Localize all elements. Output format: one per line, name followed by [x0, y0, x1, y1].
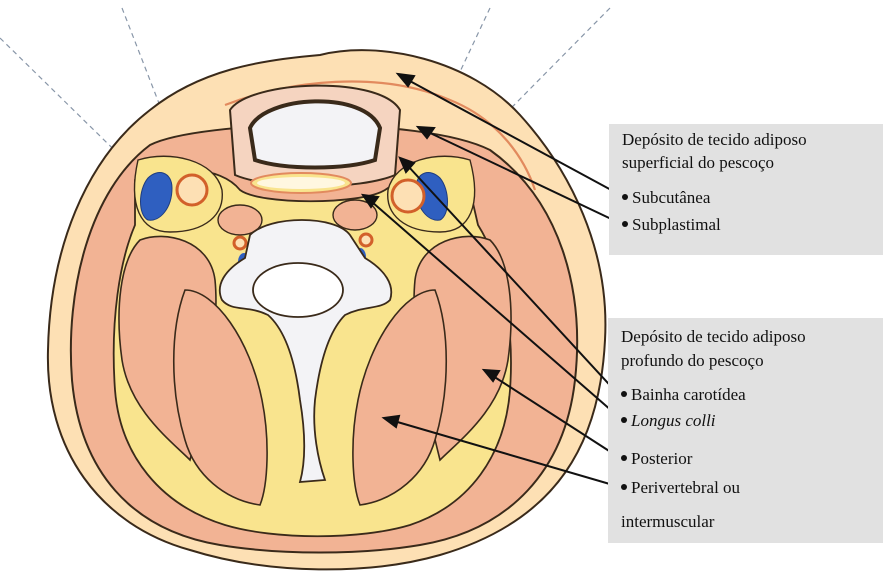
- bullet-icon: [621, 455, 627, 461]
- legend-item-bainha-carotidea: Bainha carotídea: [621, 383, 746, 406]
- spinal-canal: [253, 263, 343, 317]
- superficial-fat-legend: Depósito de tecido adiposo superficial d…: [609, 124, 883, 255]
- superficial-title-line2: superficial do pescoço: [622, 151, 774, 174]
- bullet-icon: [621, 484, 627, 490]
- carotid-artery-right: [392, 180, 424, 212]
- trachea-ring: [250, 101, 380, 167]
- deep-fat-legend: Depósito de tecido adiposo profundo do p…: [608, 318, 883, 543]
- bullet-icon: [622, 194, 628, 200]
- legend-item-label: Longus colli: [631, 411, 716, 430]
- legend-item-label: Perivertebral ou: [631, 478, 740, 497]
- deep-title-line2: profundo do pescoço: [621, 349, 764, 372]
- legend-item-perivertebral: Perivertebral ou: [621, 476, 740, 499]
- deep-title-line1: Depósito de tecido adiposo: [621, 325, 806, 348]
- legend-item-longus-colli: Longus colli: [621, 409, 716, 432]
- legend-item-label: Bainha carotídea: [631, 385, 746, 404]
- legend-item-label: Posterior: [631, 449, 692, 468]
- legend-item-subcutanea: Subcutânea: [622, 186, 710, 209]
- legend-item-subplastimal: Subplastimal: [622, 213, 721, 236]
- bullet-icon: [622, 221, 628, 227]
- bullet-icon: [621, 391, 627, 397]
- legend-item-label: Subplastimal: [632, 215, 721, 234]
- vertebral-artery-left: [234, 237, 246, 249]
- bullet-icon: [621, 417, 627, 423]
- carotid-artery-left: [177, 175, 207, 205]
- vertebral-artery-right: [360, 234, 372, 246]
- legend-item-label: Subcutânea: [632, 188, 710, 207]
- superficial-title-line1: Depósito de tecido adiposo: [622, 128, 807, 151]
- legend-item-posterior: Posterior: [621, 447, 692, 470]
- legend-item-label: intermuscular: [621, 512, 714, 531]
- legend-item-intermuscular: intermuscular: [621, 510, 714, 533]
